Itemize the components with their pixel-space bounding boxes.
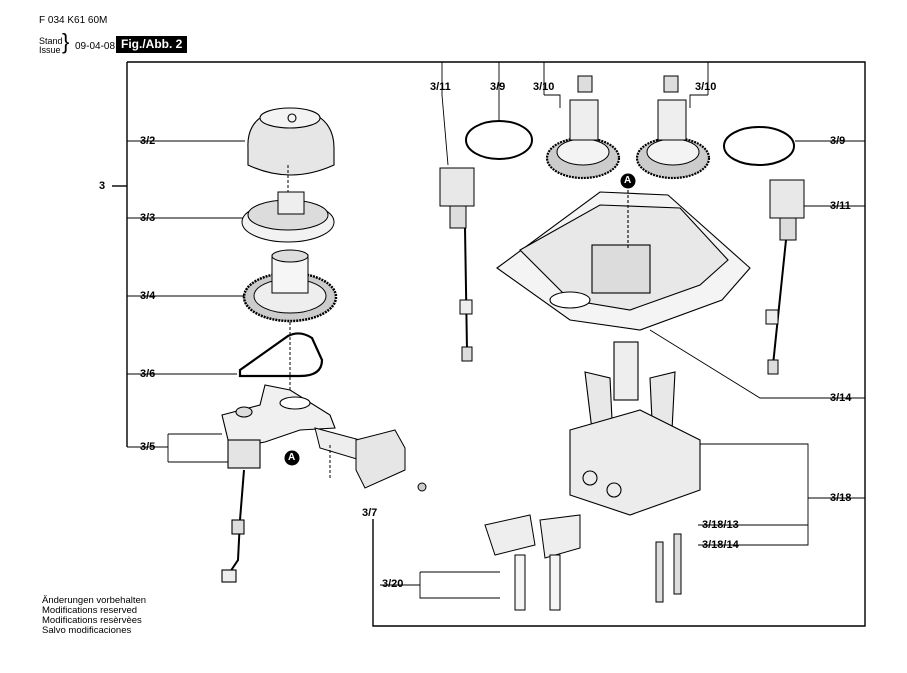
- modification-notes: Änderungen vorbehalten Modifications res…: [42, 596, 146, 636]
- stand-label: Stand: [39, 36, 63, 46]
- callout-3-10-left: 3/10: [533, 81, 555, 93]
- callout-3-6: 3/6: [140, 368, 156, 380]
- callout-3-4: 3/4: [140, 290, 156, 302]
- callout-3-7: 3/7: [362, 507, 378, 519]
- gear-part: [242, 249, 338, 323]
- document-code: F 034 K61 60M: [39, 15, 108, 26]
- lower-assembly-part: [569, 341, 701, 516]
- callout-3: 3: [99, 180, 106, 192]
- brace-glyph: }: [62, 29, 70, 54]
- issue-label: Issue: [39, 45, 61, 55]
- callout-3-11-left: 3/11: [430, 81, 451, 93]
- cap-part: [247, 107, 335, 176]
- housing-part: [241, 165, 335, 243]
- marker-a-bottom-label: A: [288, 452, 296, 463]
- leader-lines: [127, 62, 865, 599]
- callout-3-11-right: 3/11: [830, 200, 851, 212]
- callout-3-9-left: 3/9: [490, 81, 506, 93]
- callout-3-10-right: 3/10: [695, 81, 717, 93]
- motor-bracket-part: [221, 384, 336, 583]
- callout-3-18-14: 3/18/14: [702, 539, 739, 551]
- callout-3-18: 3/18: [830, 492, 852, 504]
- note-fr: Modifications resèrvèes: [42, 615, 142, 626]
- sensor-right-part: [765, 179, 805, 375]
- issue-date: 09-04-08: [75, 41, 116, 52]
- callout-3-9-right: 3/9: [830, 135, 846, 147]
- callout-3-5: 3/5: [140, 441, 156, 453]
- callout-3-18-13: 3/18/13: [702, 519, 739, 531]
- frame-lines: [112, 61, 866, 627]
- note-en: Modifications reserved: [42, 605, 138, 616]
- o-ring-right: [723, 126, 795, 166]
- marker-a-bottom: [284, 450, 300, 466]
- gear-assembly-right: [635, 75, 711, 180]
- base-plate-part: [496, 185, 751, 331]
- callout-3-14: 3/14: [830, 392, 852, 404]
- callout-3-3: 3/3: [140, 212, 156, 224]
- callout-3-20: 3/20: [382, 578, 404, 590]
- figure-badge: Fig./Abb. 2: [116, 36, 188, 53]
- pcb-part: [484, 514, 581, 611]
- callout-3-2: 3/2: [140, 135, 156, 147]
- o-ring-left: [465, 120, 533, 160]
- stand-issue-label: Stand Issue: [39, 37, 63, 55]
- gear-assembly-left: [545, 75, 621, 180]
- marker-a-top: [620, 173, 636, 189]
- marker-a-top-label: A: [624, 175, 632, 186]
- note-es: Salvo modificaciones: [42, 625, 132, 636]
- belt-part: [238, 322, 324, 390]
- sensor-bracket-part: [314, 427, 427, 492]
- contact-strips: [655, 533, 682, 603]
- sensor-left-part: [439, 167, 475, 362]
- note-de: Änderungen vorbehalten: [42, 595, 147, 606]
